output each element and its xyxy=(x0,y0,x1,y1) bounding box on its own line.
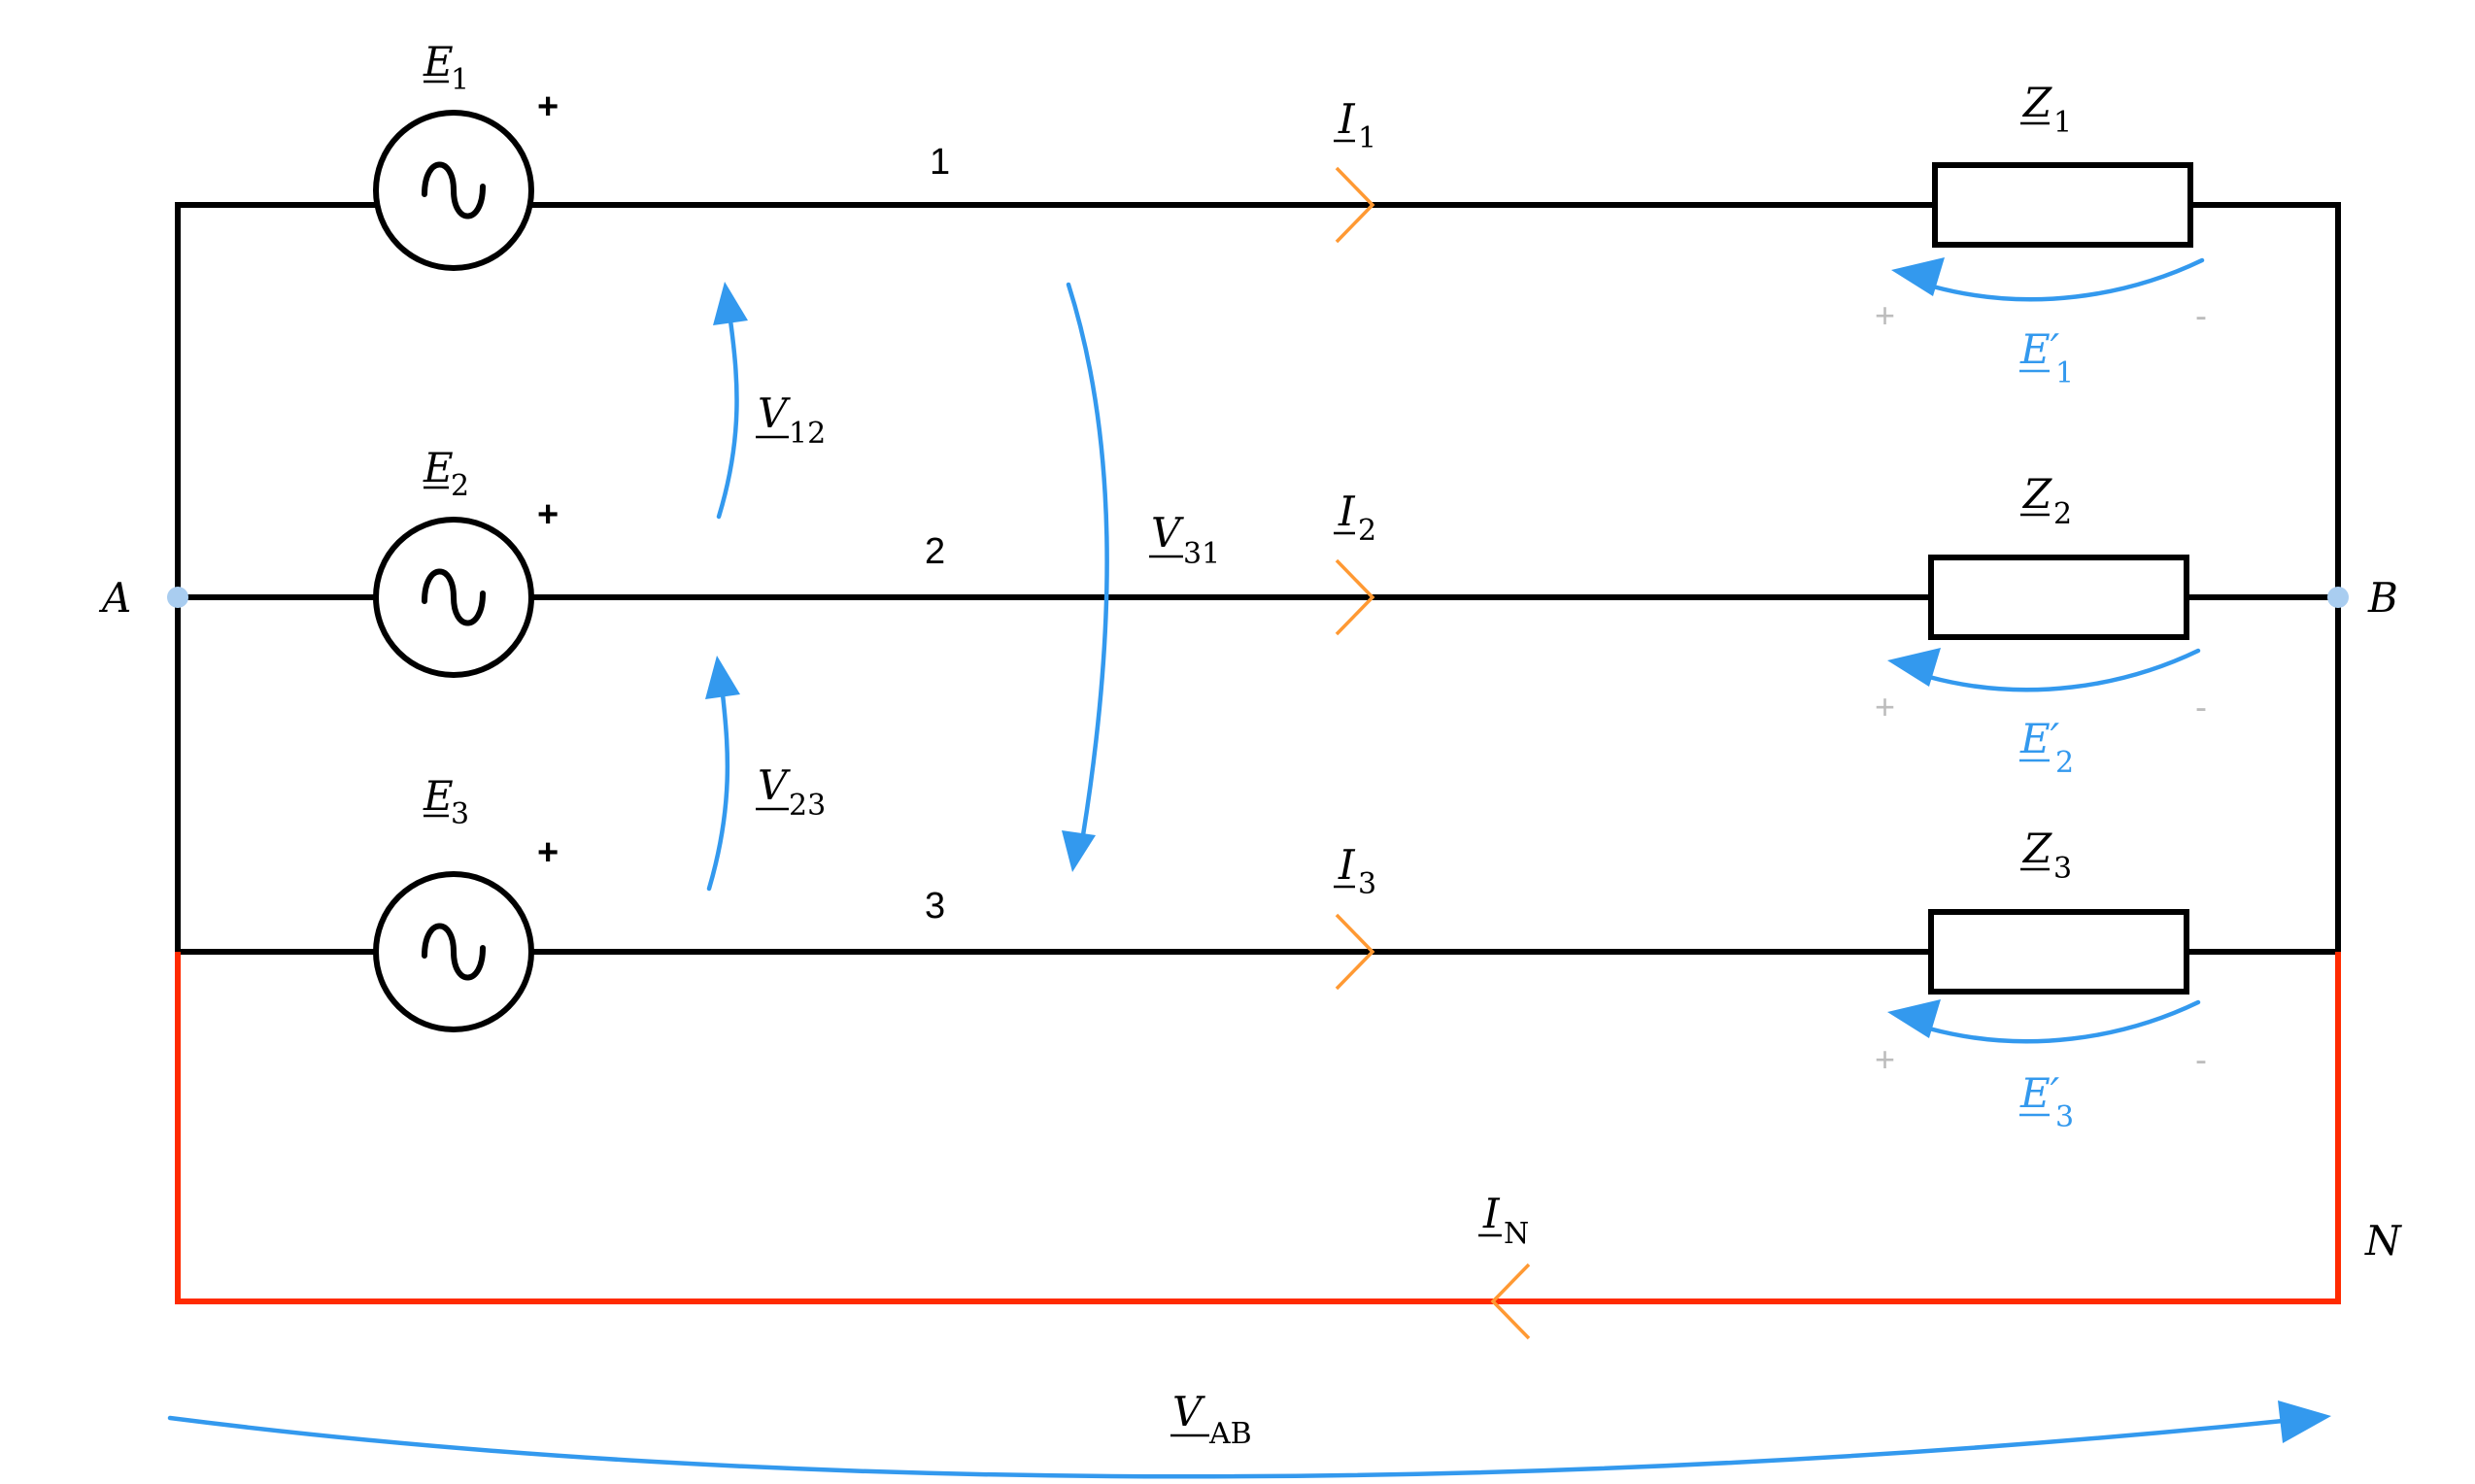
source-e1: E 1 + xyxy=(373,38,559,271)
current-i3-symbol: I xyxy=(1338,841,1356,889)
load-voltage-e1-minus: - xyxy=(2195,295,2207,335)
impedance-z2-symbol: Z xyxy=(2021,470,2052,518)
source-e1-plus: + xyxy=(537,86,559,127)
current-i1-sub: 1 xyxy=(1358,121,1376,155)
arrowhead-icon xyxy=(1891,257,1945,296)
impedance-z3: Z 3 xyxy=(1928,825,2189,995)
sine-wave-icon xyxy=(422,923,486,981)
arrowhead-icon xyxy=(1887,999,1941,1038)
resistor-icon xyxy=(1928,555,2189,640)
load-voltage-e1-symbol: E′ xyxy=(2019,325,2060,373)
source-e3: E 3 + xyxy=(373,772,559,1032)
impedance-z3-sub: 3 xyxy=(2053,852,2072,886)
current-arrow-icon xyxy=(1335,558,1375,636)
sine-wave-icon xyxy=(422,568,486,626)
line-voltage-v31-sub: 31 xyxy=(1183,537,1220,571)
load-voltage-e2-sub: 2 xyxy=(2055,746,2074,780)
impedance-z1-symbol: Z xyxy=(2021,79,2052,126)
load-voltage-e1-sub: 1 xyxy=(2055,356,2074,390)
arrowhead-icon xyxy=(713,282,748,325)
impedance-z1: Z 1 xyxy=(1932,79,2193,248)
line-voltage-v12-symbol: V xyxy=(758,389,791,437)
load-voltage-e2-plus: + xyxy=(1875,687,1895,726)
current-arrow-icon xyxy=(1335,913,1375,991)
current-arrow-icon xyxy=(1335,166,1375,244)
load-voltage-e2-symbol: E′ xyxy=(2019,715,2060,762)
current-i3: I 3 xyxy=(1334,841,1376,991)
resistor-icon xyxy=(1932,162,2193,248)
line-voltage-v31: V 31 xyxy=(1062,282,1220,872)
line-voltage-vab-sub: AB xyxy=(1208,1417,1252,1451)
current-i2-symbol: I xyxy=(1338,488,1356,535)
voltage-arrow-icon xyxy=(706,691,730,892)
source-e3-sub: 3 xyxy=(451,797,469,831)
impedance-z3-symbol: Z xyxy=(2021,825,2052,872)
current-arrow-icon xyxy=(1490,1263,1531,1340)
node-b-label: B xyxy=(2367,574,2398,622)
current-i2-sub: 2 xyxy=(1358,514,1376,548)
node-b-dot xyxy=(2327,587,2349,608)
load-voltage-e3-minus: - xyxy=(2195,1039,2207,1079)
source-e3-symbol: E xyxy=(423,772,454,820)
load-voltage-e2-minus: - xyxy=(2195,687,2207,726)
arrowhead-icon xyxy=(705,656,740,699)
line-number-1: 1 xyxy=(930,142,950,183)
line-voltage-v23-symbol: V xyxy=(758,761,791,809)
line-number-3: 3 xyxy=(925,886,945,927)
line-voltage-vab: V AB xyxy=(167,1388,2331,1479)
current-i3-sub: 3 xyxy=(1358,867,1376,901)
arrowhead-icon xyxy=(1062,830,1096,872)
load-voltage-e1: + - E′ 1 xyxy=(1875,257,2207,390)
source-e2: E 2 + xyxy=(373,444,559,678)
current-in: I N xyxy=(1478,1190,1531,1340)
voltage-arrow-icon xyxy=(1926,648,2201,692)
source-e2-sub: 2 xyxy=(451,469,469,503)
node-n-label: N xyxy=(2364,1217,2402,1265)
line-number-2: 2 xyxy=(925,531,945,572)
voltage-arrow-icon xyxy=(1930,257,2205,302)
current-in-symbol: I xyxy=(1482,1190,1501,1237)
current-i2: I 2 xyxy=(1334,488,1376,636)
node-a-dot xyxy=(167,587,188,608)
voltage-arrow-icon xyxy=(1066,282,1109,838)
load-voltage-e3-sub: 3 xyxy=(2055,1100,2074,1134)
current-i1-symbol: I xyxy=(1338,95,1356,143)
load-voltage-e1-plus: + xyxy=(1875,295,1895,335)
voltage-arrow-icon xyxy=(167,1415,2295,1479)
node-a-label: A xyxy=(98,574,131,622)
load-voltage-e3: + - E′ 3 xyxy=(1875,999,2207,1134)
load-voltage-e3-symbol: E′ xyxy=(2019,1069,2060,1117)
source-e1-sub: 1 xyxy=(451,63,469,97)
source-e3-plus: + xyxy=(537,832,559,873)
voltage-arrow-icon xyxy=(716,318,739,520)
load-voltage-e3-plus: + xyxy=(1875,1039,1895,1079)
line-voltage-v12-sub: 12 xyxy=(789,417,826,451)
impedance-z1-sub: 1 xyxy=(2053,106,2072,140)
line-voltage-v23: V 23 xyxy=(705,656,826,892)
source-e2-plus: + xyxy=(537,494,559,535)
resistor-icon xyxy=(1928,909,2189,995)
current-i1: I 1 xyxy=(1334,95,1376,244)
load-voltage-e2: + - E′ 2 xyxy=(1875,648,2207,780)
neutral-wire xyxy=(175,952,2341,1304)
line-voltage-v12: V 12 xyxy=(713,282,826,520)
line-voltage-v23-sub: 23 xyxy=(789,789,826,823)
impedance-z2-sub: 2 xyxy=(2053,497,2072,531)
line-voltage-v31-symbol: V xyxy=(1151,509,1184,556)
current-in-sub: N xyxy=(1504,1217,1529,1251)
source-e2-symbol: E xyxy=(423,444,454,491)
arrowhead-icon xyxy=(1887,648,1941,687)
sine-wave-icon xyxy=(422,161,486,219)
line-voltage-vab-symbol: V xyxy=(1172,1388,1205,1435)
source-e1-symbol: E xyxy=(423,38,454,85)
impedance-z2: Z 2 xyxy=(1928,470,2189,640)
arrowhead-icon xyxy=(2278,1400,2331,1443)
voltage-arrow-icon xyxy=(1926,999,2201,1044)
